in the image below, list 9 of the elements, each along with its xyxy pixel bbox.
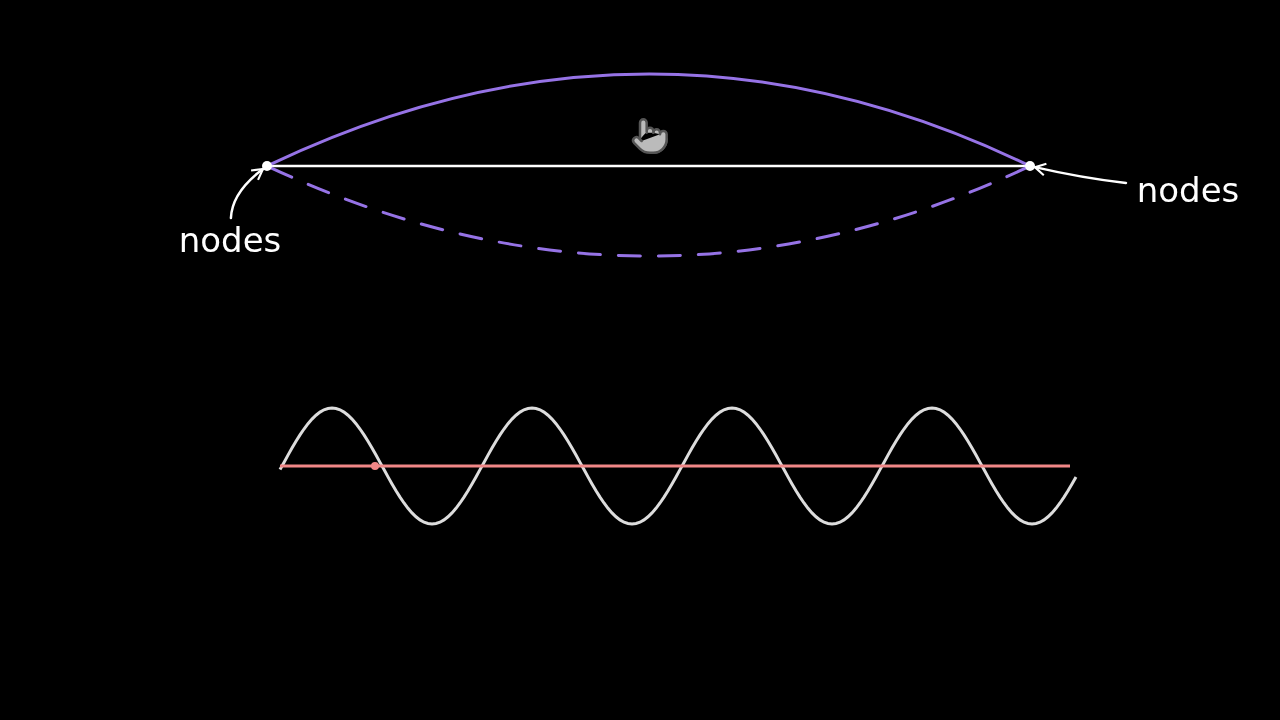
wave-curve bbox=[270, 72, 1027, 166]
node-label: nodes bbox=[178, 220, 282, 260]
string-line bbox=[270, 164, 1027, 168]
node-dot bbox=[262, 161, 272, 171]
leader-arrow bbox=[1033, 162, 1128, 185]
leader-arrow bbox=[229, 167, 265, 220]
node-label: nodes bbox=[1136, 170, 1240, 210]
node-dot bbox=[1025, 161, 1035, 171]
wave-curve bbox=[270, 166, 1027, 258]
